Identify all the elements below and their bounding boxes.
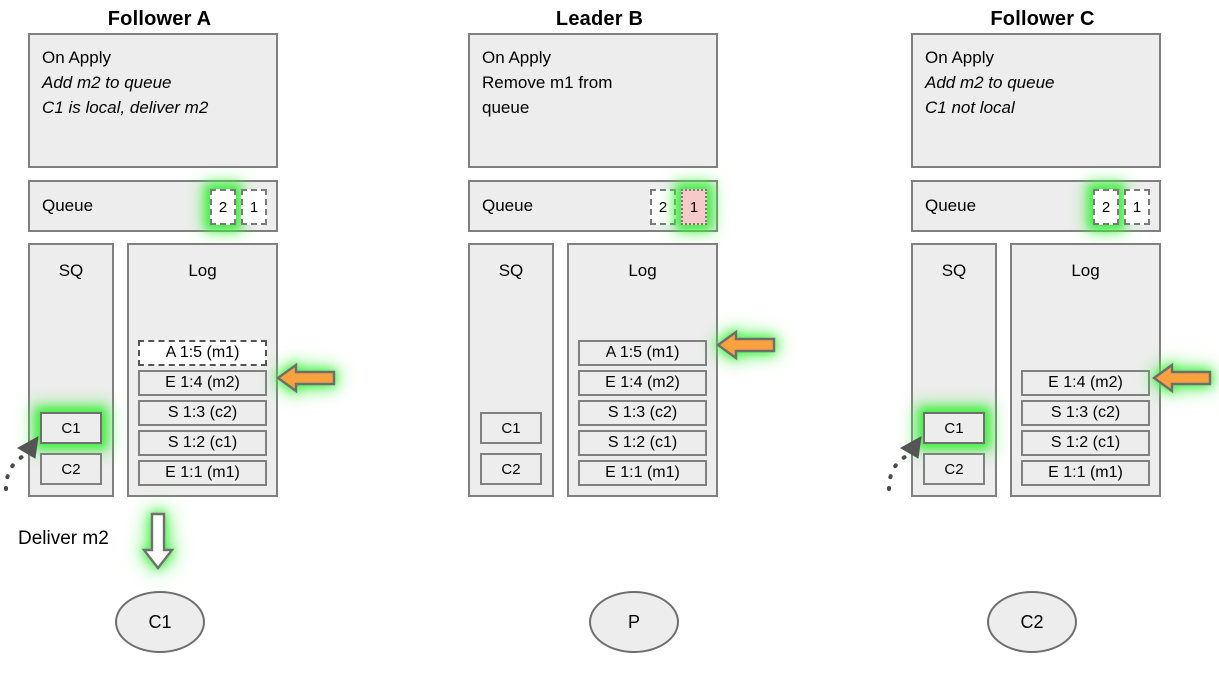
queue-cells: 2 1 — [650, 189, 707, 225]
queue-box-follower-c: Queue 2 1 — [911, 180, 1161, 232]
queue-cell[interactable]: 2 — [650, 189, 676, 225]
apply-pointer-arrow-c — [1152, 362, 1212, 394]
queue-box-follower-a: Queue 2 1 — [28, 180, 278, 232]
log-entry[interactable]: S 1:3 (c2) — [138, 400, 267, 426]
apply-pointer-arrow-a — [276, 362, 336, 394]
log-entry[interactable]: S 1:3 (c2) — [1021, 400, 1150, 426]
client-connection-line-c — [887, 436, 922, 491]
column-title-follower-c: Follower C — [990, 8, 1095, 30]
queue-label: Queue — [42, 196, 94, 215]
column-title-leader-b: Leader B — [555, 8, 644, 30]
client-connection-line-a — [4, 436, 39, 491]
sq-client-chip[interactable]: C2 — [40, 453, 102, 485]
queue-cell[interactable]: 2 — [1093, 189, 1119, 225]
log-entry[interactable]: E 1:4 (m2) — [138, 370, 267, 396]
client-node-c1[interactable]: C1 — [115, 591, 205, 653]
apply-line-2: C1 not local — [925, 98, 1015, 117]
log-entry[interactable]: S 1:3 (c2) — [578, 400, 707, 426]
log-entry-list: A 1:5 (m1) E 1:4 (m2) S 1:3 (c2) S 1:2 (… — [578, 340, 707, 486]
queue-cell[interactable]: 1 — [1124, 189, 1150, 225]
apply-line-1: Add m2 to queue — [925, 73, 1055, 92]
client-node-p[interactable]: P — [589, 591, 679, 653]
queue-cell[interactable]: 1 — [681, 189, 707, 225]
apply-text-follower-c: On Apply Add m2 to queue C1 not local — [925, 45, 1151, 120]
log-entry[interactable]: E 1:1 (m1) — [138, 460, 267, 486]
queue-label: Queue — [925, 196, 977, 215]
log-box-follower-a: Log A 1:5 (m1) E 1:4 (m2) S 1:3 (c2) S 1… — [127, 243, 278, 497]
deliver-label: Deliver m2 — [18, 528, 109, 549]
log-entry[interactable]: E 1:1 (m1) — [1021, 460, 1150, 486]
queue-cell[interactable]: 1 — [241, 189, 267, 225]
sq-client-chip[interactable]: C2 — [923, 453, 985, 485]
log-title: Log — [188, 261, 217, 280]
log-title: Log — [628, 261, 657, 280]
sq-client-chip[interactable]: C2 — [480, 453, 542, 485]
apply-text-follower-a: On Apply Add m2 to queue C1 is local, de… — [42, 45, 268, 120]
sq-title: SQ — [58, 261, 84, 280]
sq-title: SQ — [498, 261, 524, 280]
column-title-follower-a: Follower A — [107, 8, 212, 30]
log-entry[interactable]: E 1:4 (m2) — [578, 370, 707, 396]
log-entry[interactable]: S 1:2 (c1) — [578, 430, 707, 456]
apply-box-leader-b: On Apply Remove m1 from queue — [468, 33, 718, 168]
deliver-arrow-down — [141, 512, 175, 570]
queue-label: Queue — [482, 196, 534, 215]
apply-pointer-arrow-b — [716, 329, 776, 361]
sq-client-list: C1 C2 — [40, 412, 102, 485]
apply-text-leader-b: On Apply Remove m1 from queue — [482, 45, 708, 120]
queue-cells: 2 1 — [210, 189, 267, 225]
log-entry[interactable]: E 1:4 (m2) — [1021, 370, 1150, 396]
log-entry[interactable]: A 1:5 (m1) — [138, 340, 267, 366]
sq-client-chip[interactable]: C1 — [923, 412, 985, 444]
log-box-leader-b: Log A 1:5 (m1) E 1:4 (m2) S 1:3 (c2) S 1… — [567, 243, 718, 497]
log-box-follower-c: Log E 1:4 (m2) S 1:3 (c2) S 1:2 (c1) E 1… — [1010, 243, 1161, 497]
apply-header: On Apply — [925, 48, 994, 67]
log-entry-list: A 1:5 (m1) E 1:4 (m2) S 1:3 (c2) S 1:2 (… — [138, 340, 267, 486]
apply-line-1: Add m2 to queue — [42, 73, 172, 92]
apply-line-2: queue — [482, 98, 530, 117]
sq-box-leader-b: SQ C1 C2 — [468, 243, 554, 497]
log-entry[interactable]: E 1:1 (m1) — [578, 460, 707, 486]
sq-client-chip[interactable]: C1 — [480, 412, 542, 444]
sq-client-chip[interactable]: C1 — [40, 412, 102, 444]
sq-client-list: C1 C2 — [923, 412, 985, 485]
queue-cell[interactable]: 2 — [210, 189, 236, 225]
apply-line-1: Remove m1 from — [482, 73, 613, 92]
queue-cells: 2 1 — [1093, 189, 1150, 225]
log-entry[interactable]: A 1:5 (m1) — [578, 340, 707, 366]
log-entry[interactable]: S 1:2 (c1) — [1021, 430, 1150, 456]
apply-line-2: C1 is local, deliver m2 — [42, 98, 209, 117]
log-entry[interactable]: S 1:2 (c1) — [138, 430, 267, 456]
sq-title: SQ — [941, 261, 967, 280]
apply-header: On Apply — [482, 48, 551, 67]
apply-box-follower-a: On Apply Add m2 to queue C1 is local, de… — [28, 33, 278, 168]
log-entry-list: E 1:4 (m2) S 1:3 (c2) S 1:2 (c1) E 1:1 (… — [1021, 370, 1150, 486]
client-node-c2[interactable]: C2 — [987, 591, 1077, 653]
queue-box-leader-b: Queue 2 1 — [468, 180, 718, 232]
sq-client-list: C1 C2 — [480, 412, 542, 485]
sq-box-follower-a: SQ C1 C2 — [28, 243, 114, 497]
log-title: Log — [1071, 261, 1100, 280]
apply-header: On Apply — [42, 48, 111, 67]
apply-box-follower-c: On Apply Add m2 to queue C1 not local — [911, 33, 1161, 168]
sq-box-follower-c: SQ C1 C2 — [911, 243, 997, 497]
